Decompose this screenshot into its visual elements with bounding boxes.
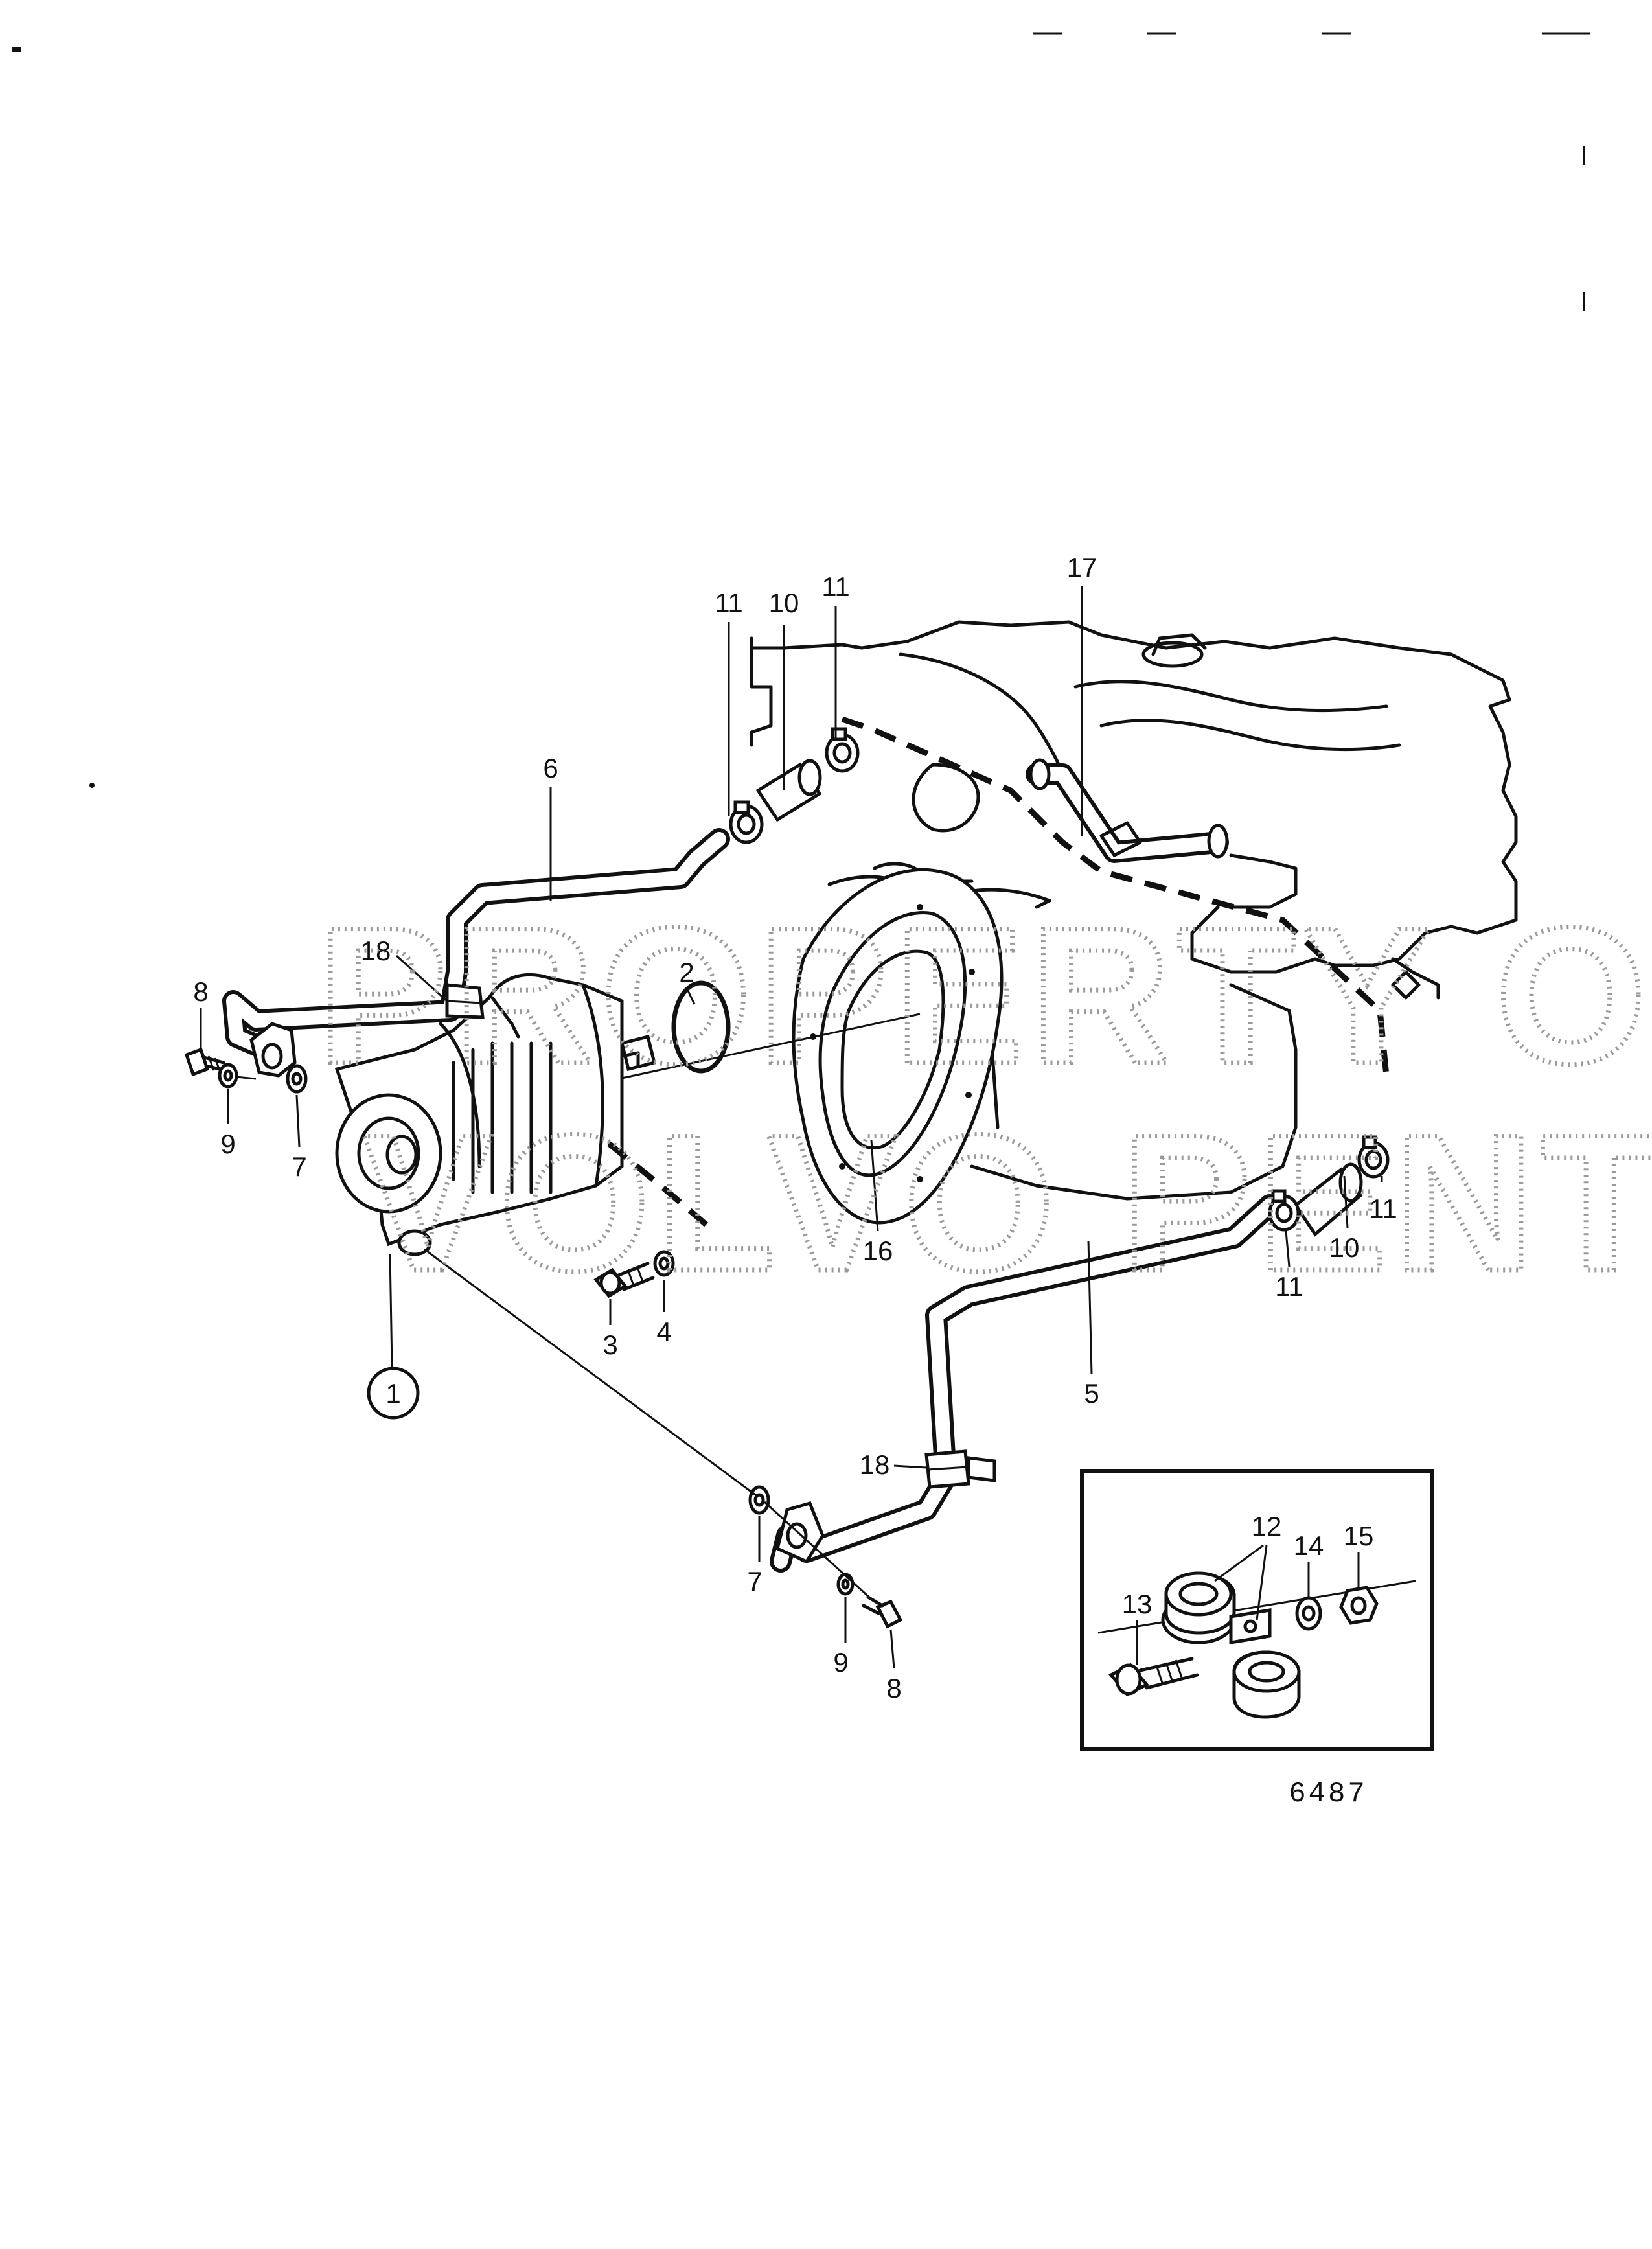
- callout-8-left: 8: [193, 976, 208, 1007]
- seal-7-left: [286, 1064, 308, 1094]
- rubber-mount-12-upper: [1161, 1571, 1236, 1644]
- clamp-18-lower: [924, 1449, 996, 1489]
- callout-8-lower: 8: [886, 1673, 901, 1703]
- washer-4: [653, 1250, 675, 1277]
- callout-7-lower: 7: [747, 1566, 762, 1597]
- hose-clamp-11-upper-right: [825, 727, 860, 773]
- bolt-3: [593, 1262, 655, 1298]
- bracket-12: [1229, 1608, 1272, 1644]
- callout-16: 16: [863, 1236, 893, 1266]
- callout-1-circle: [367, 1367, 420, 1420]
- rubber-mount-12-lower: [1232, 1650, 1301, 1719]
- dashed-route-upper: [841, 716, 1390, 1076]
- callout-7-left: 7: [292, 1151, 306, 1182]
- hose-clamp-11-upper-left: [729, 800, 764, 844]
- callout-13: 13: [1122, 1589, 1153, 1619]
- o-ring-2: [671, 980, 731, 1074]
- callout-9-lower: 9: [833, 1647, 848, 1678]
- scan-marks: [12, 32, 1590, 788]
- callout-12: 12: [1252, 1511, 1282, 1541]
- callouts: 1 2 3 4 5 6 7 7 8 8 9 9 10 10 11 11 11 1…: [193, 552, 1397, 1703]
- callout-10-lower: 10: [1329, 1232, 1360, 1263]
- hose-10-upper: [755, 759, 822, 822]
- dashed-route-lower: [607, 1141, 708, 1227]
- callout-14: 14: [1294, 1530, 1324, 1561]
- detail-inset: [1080, 1469, 1434, 1751]
- washer-14: [1295, 1596, 1322, 1631]
- callout-18-lower: 18: [860, 1449, 890, 1480]
- callout-11-upper-right: 11: [821, 571, 850, 602]
- callout-6: 6: [543, 753, 558, 783]
- engine-block: [750, 620, 1518, 1201]
- watermark-line-1: PROPERTY OF: [317, 886, 1652, 1104]
- watermark-line-2: VOLVO PENTA: [363, 1094, 1652, 1311]
- callout-4: 4: [656, 1317, 671, 1347]
- nut-15: [1339, 1586, 1379, 1625]
- screw-8-left: [184, 1047, 227, 1077]
- sea-water-pump-1: [334, 973, 657, 1256]
- callout-3: 3: [602, 1330, 617, 1360]
- callout-18-upper: 18: [361, 936, 391, 966]
- hose-clamp-11-lower-left: [1268, 1189, 1300, 1232]
- callout-15: 15: [1344, 1521, 1374, 1551]
- clamp-18-upper: [445, 983, 485, 1019]
- flywheel-16: [792, 868, 1004, 1225]
- callout-11-lower-right: 11: [1369, 1194, 1397, 1224]
- callout-17: 17: [1067, 552, 1097, 582]
- figure-number: 6487: [1289, 1778, 1368, 1810]
- bolt-13: [1108, 1657, 1199, 1697]
- pipe-6: [222, 828, 730, 1078]
- callout-1: 1: [385, 1378, 400, 1409]
- hose-clamp-11-lower-right: [1357, 1135, 1390, 1179]
- seal-7-lower: [748, 1485, 770, 1515]
- washer-9-left: [218, 1063, 238, 1089]
- callout-11-lower-left: 11: [1275, 1271, 1303, 1302]
- leader-lines: [200, 586, 1383, 1669]
- callout-10-upper: 10: [769, 588, 799, 618]
- callout-5: 5: [1084, 1378, 1099, 1409]
- watermark: PROPERTY OF VOLVO PENTA: [315, 884, 1652, 1314]
- callout-2: 2: [679, 957, 694, 987]
- callout-9-left: 9: [220, 1129, 235, 1159]
- callout-11-upper-left: 11: [715, 588, 743, 618]
- washer-9-lower: [836, 1573, 855, 1596]
- screw-8-lower: [862, 1595, 903, 1629]
- elbow-pipe-17: [1026, 758, 1229, 863]
